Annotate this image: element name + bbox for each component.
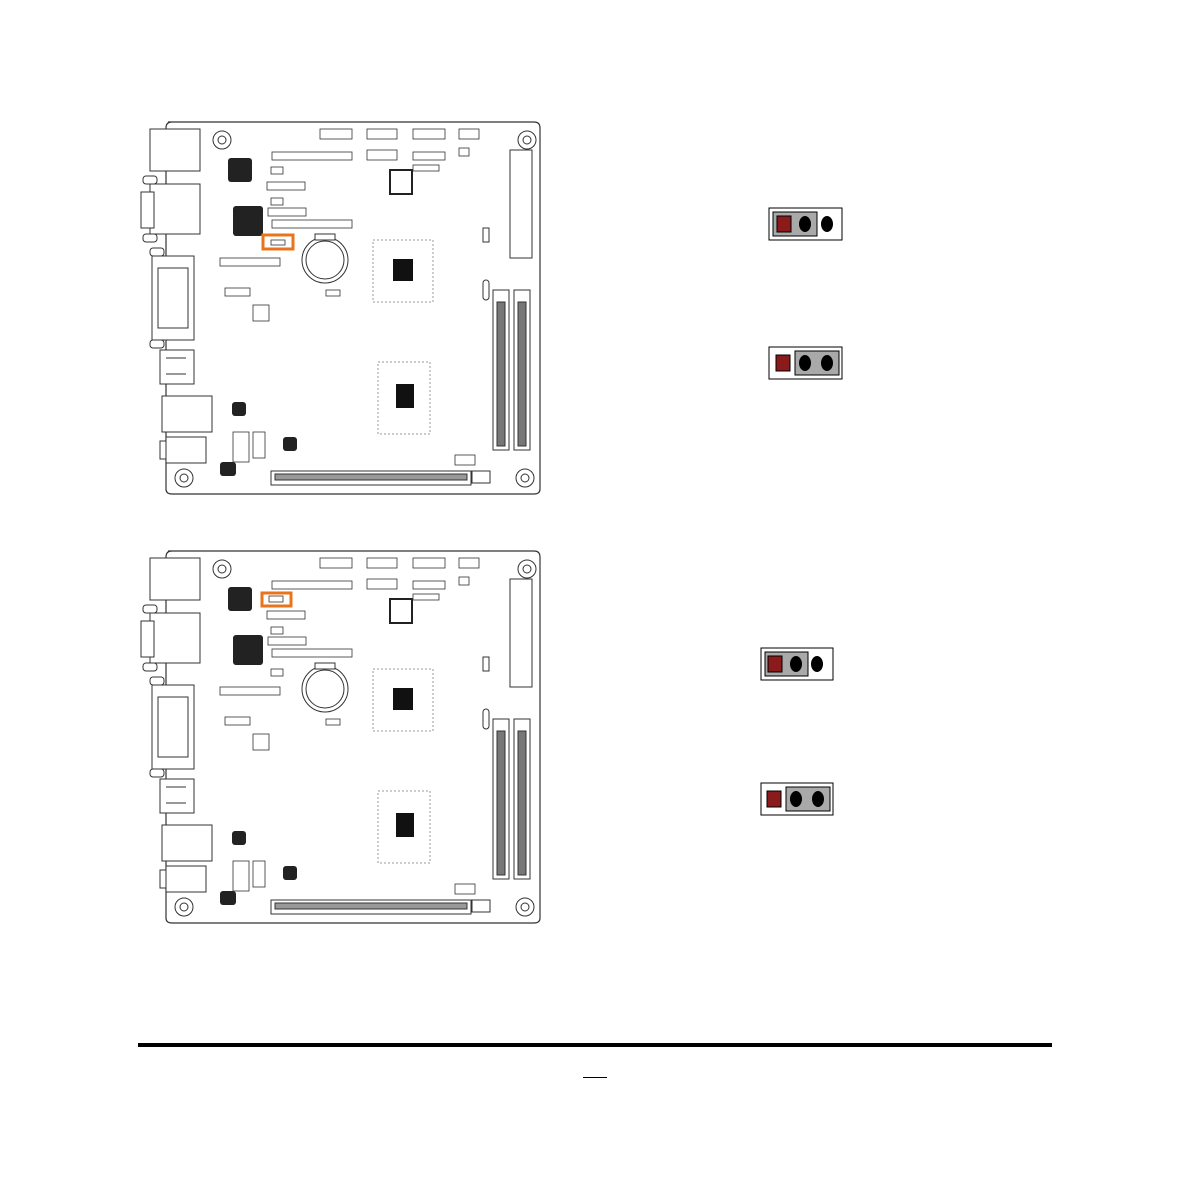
page-number-underline xyxy=(583,1077,607,1078)
jumper-setting-1-2-bottom xyxy=(761,648,833,680)
footer-rule xyxy=(138,1043,1052,1047)
page-number xyxy=(583,1068,607,1080)
jumper-setting-1-2-top xyxy=(769,208,842,240)
jumper-setting-2-3-bottom xyxy=(761,783,833,815)
jumper-setting-2-3-top xyxy=(769,347,842,379)
